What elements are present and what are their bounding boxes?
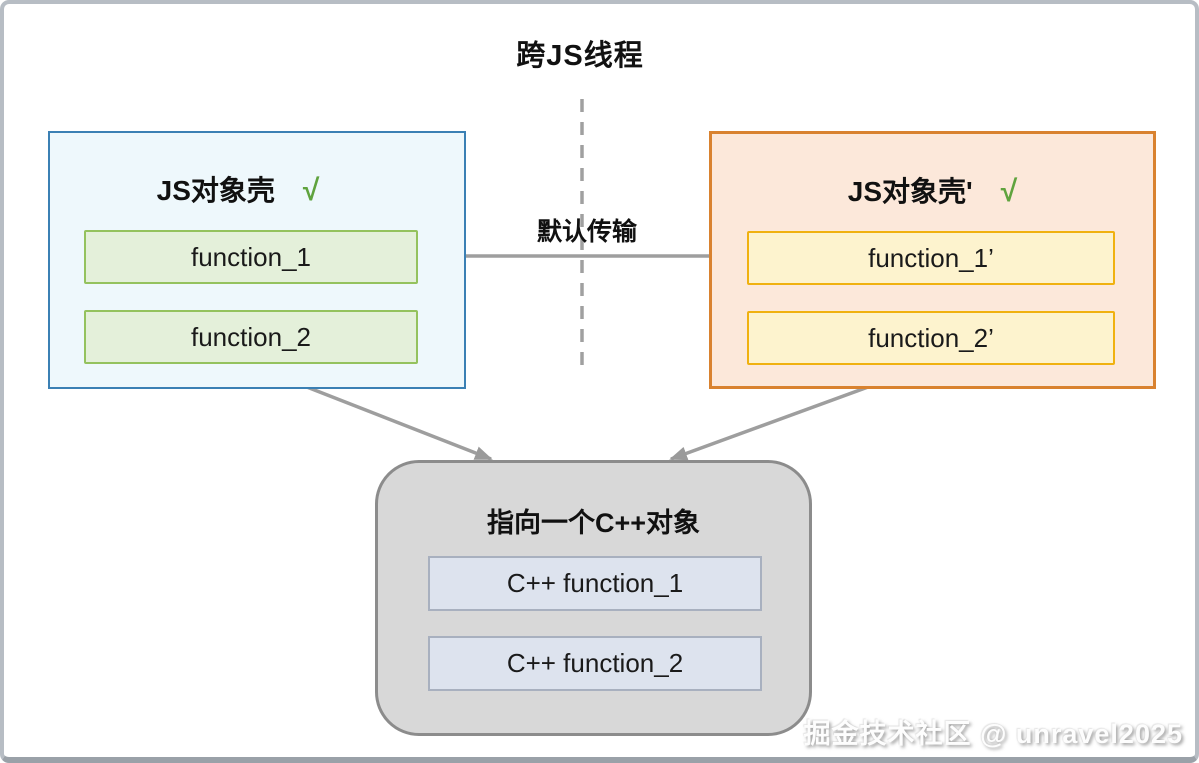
function-label: function_2’ [868, 322, 994, 353]
cpp-function-box: C++ function_2 [428, 636, 762, 691]
page-title: 跨JS线程 [516, 40, 644, 72]
cpp-function-box: C++ function_1 [428, 556, 762, 611]
js-shell-panel-right: JS对象壳' √ function_1’ function_2’ [709, 131, 1156, 389]
cpp-object-panel: 指向一个C++对象 C++ function_1 C++ function_2 [375, 460, 812, 736]
function-label: function_1 [191, 241, 311, 272]
check-mark-icon: √ [302, 174, 320, 207]
function-label: function_2 [191, 321, 311, 352]
js-shell-left-header: JS对象壳 √ [50, 169, 426, 209]
function-box: function_1’ [747, 231, 1115, 285]
js-shell-left-title: JS对象壳 [156, 175, 275, 206]
cpp-function-label: C++ function_2 [506, 648, 684, 678]
js-shell-right-header: JS对象壳' √ [712, 170, 1153, 210]
function-box: function_2’ [747, 311, 1115, 365]
js-shell-panel-left: JS对象壳 √ function_1 function_2 [48, 131, 466, 389]
function-box: function_2 [84, 310, 418, 364]
cpp-panel-title: 指向一个C++对象 [486, 508, 701, 538]
js-shell-right-title: JS对象壳' [847, 176, 973, 207]
cpp-function-label: C++ function_1 [506, 568, 684, 598]
check-mark-icon: √ [1000, 175, 1018, 208]
function-box: function_1 [84, 230, 418, 284]
function-label: function_1’ [868, 242, 994, 273]
transfer-arrow-label: 默认传输 [536, 218, 637, 246]
watermark: 掘金技术社区 @ unravel2025 [803, 719, 1183, 749]
